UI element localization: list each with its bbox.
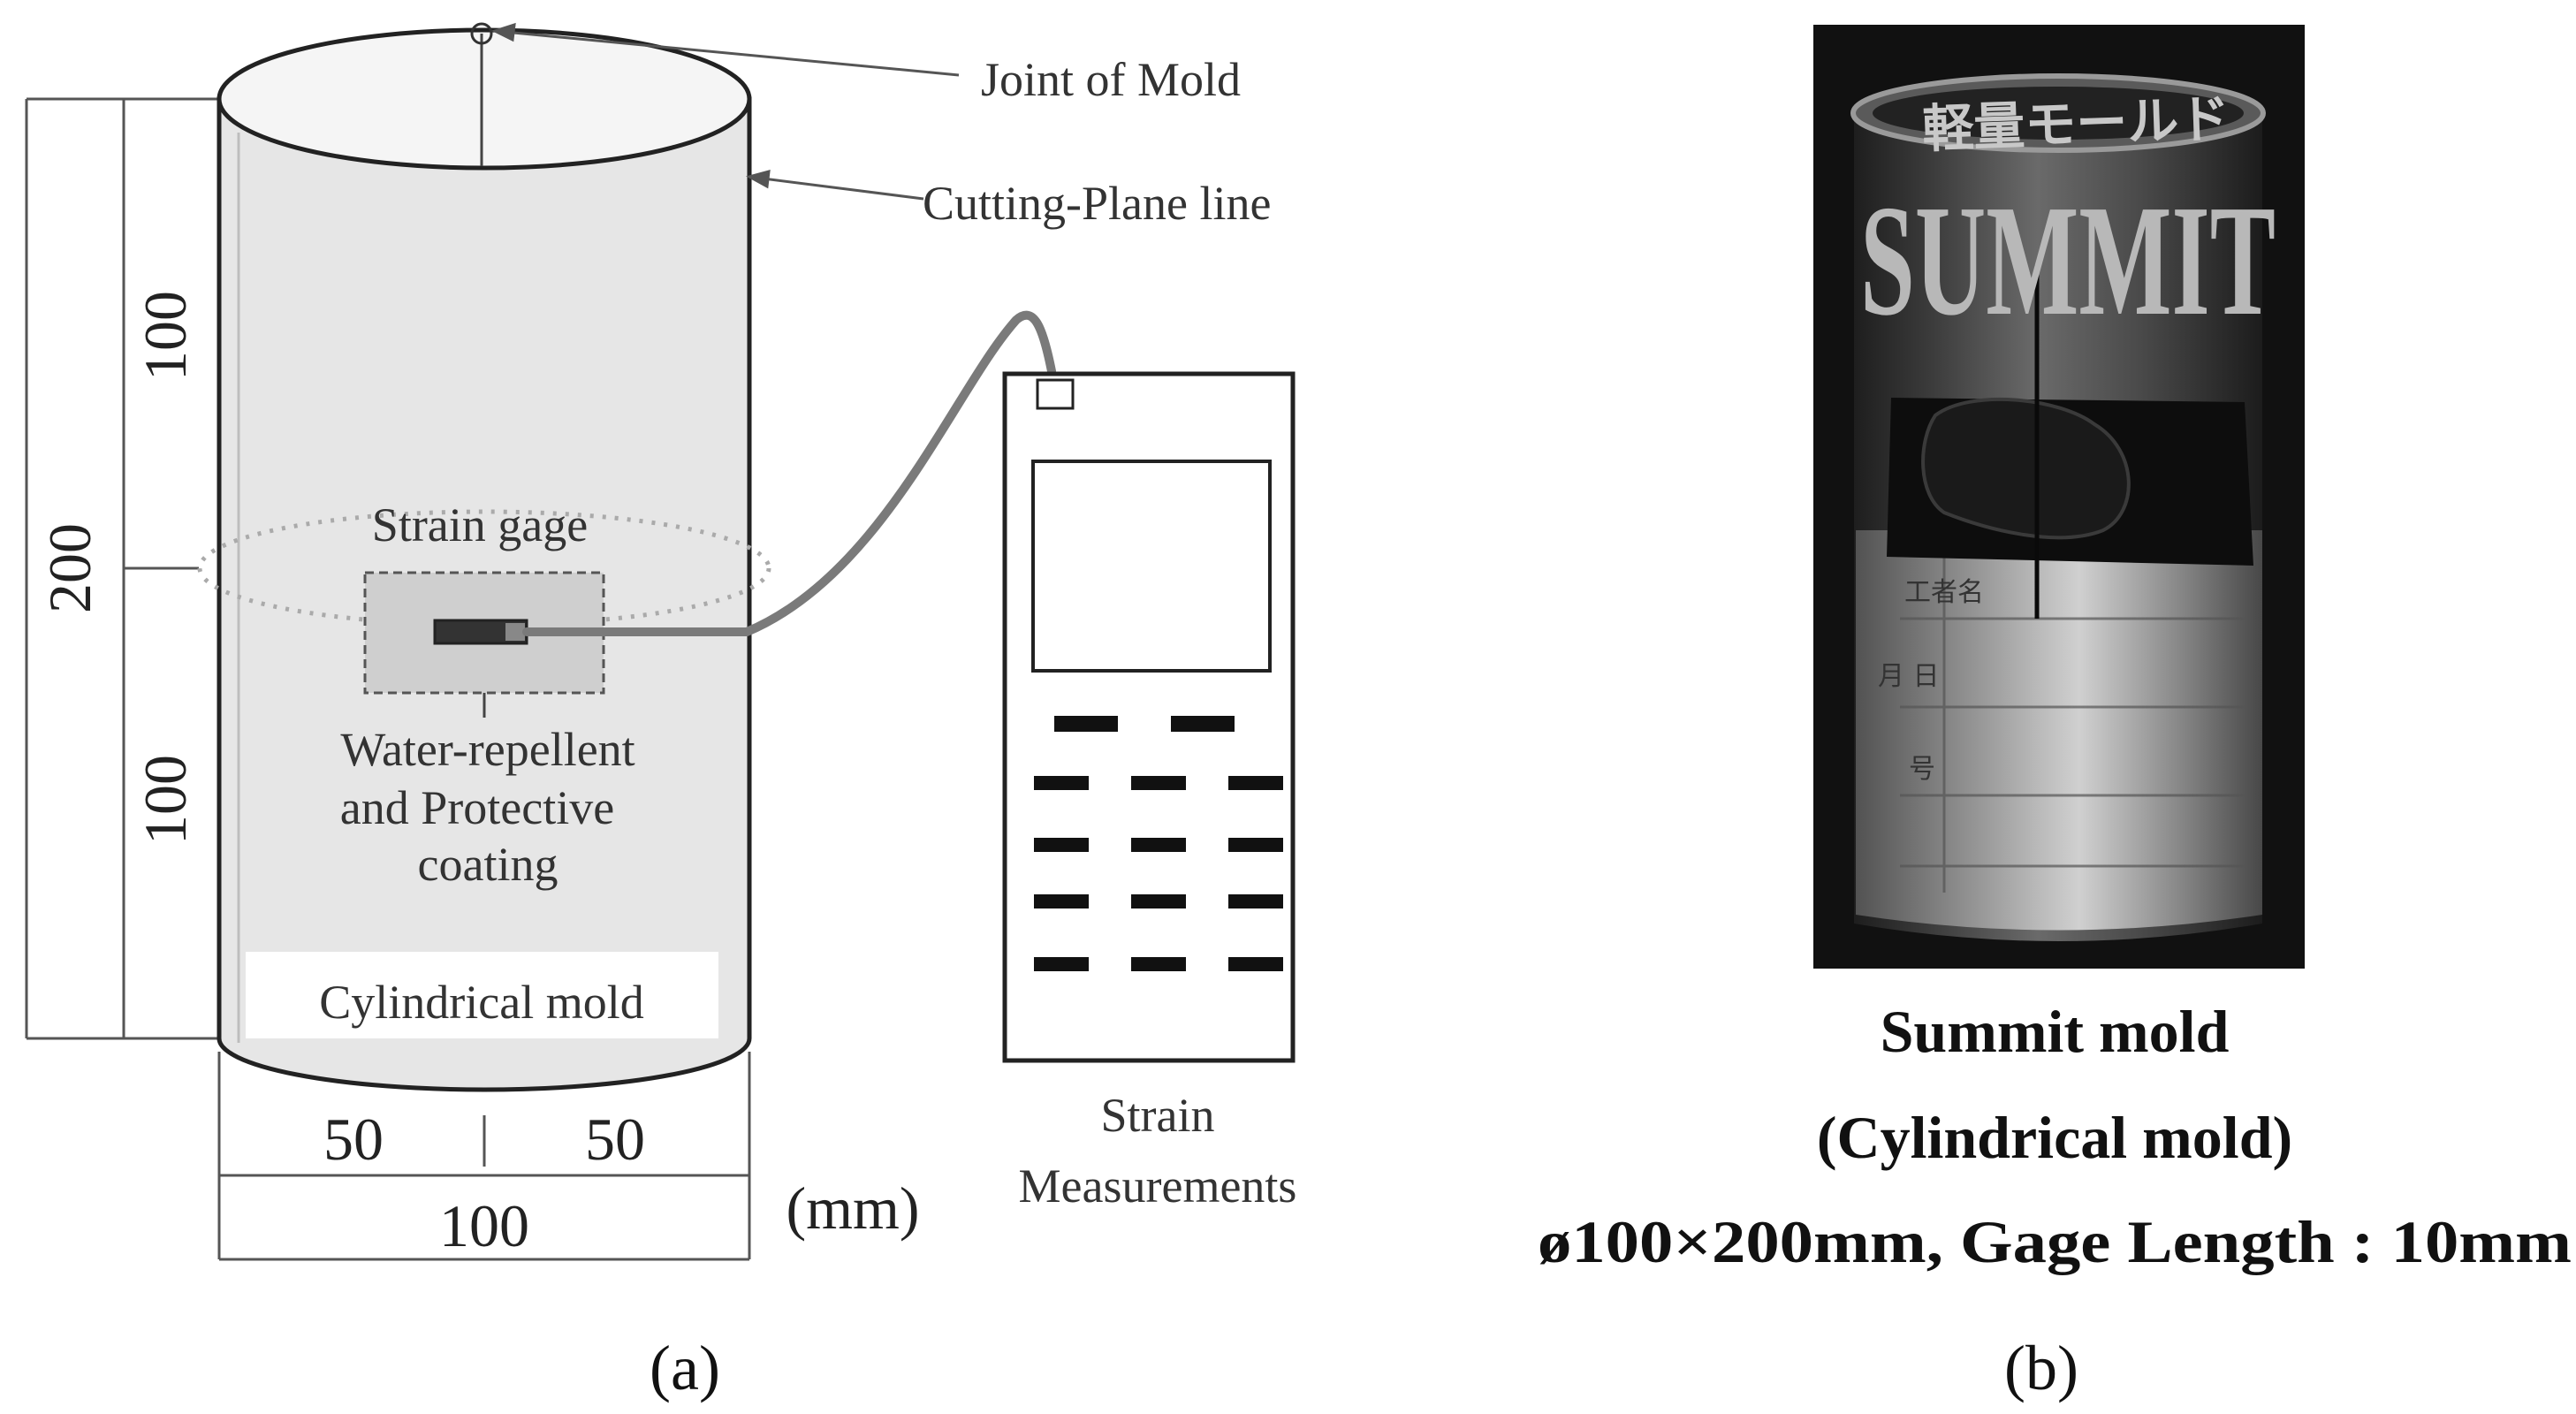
device-label-line1: Strain [1101, 1089, 1215, 1142]
cutting-plane-label: Cutting-Plane line [923, 177, 1271, 230]
label-grid-lines [1900, 539, 2245, 893]
dimension-200: 200 [36, 523, 103, 613]
callout-leaders [491, 22, 960, 201]
joint-of-mold-label: Joint of Mold [981, 53, 1241, 106]
coating-label-line2: and Protective [340, 781, 614, 834]
photo-japanese-label: 軽量モールド [1921, 88, 2230, 159]
device-display [1031, 460, 1272, 673]
dimension-diameter-100: 100 [439, 1192, 529, 1259]
photo-field-1: 工者名 [1904, 577, 1984, 608]
photo-brand-text: SUMMIT [1860, 172, 2276, 348]
dimension-left-50: 50 [323, 1106, 384, 1173]
dimension-unit: (mm) [786, 1175, 919, 1242]
mold-joint-marker [470, 22, 493, 45]
cylindrical-mold-body [217, 27, 752, 1092]
photo-field-3: 号 [1909, 754, 1935, 785]
mold-label-background [246, 952, 718, 1038]
dimension-lower-100: 100 [132, 755, 199, 845]
panel-b-title-line1: Summit mold [1881, 998, 2230, 1065]
panel-a-caption: (a) [650, 1333, 720, 1403]
summit-can-label-panel [1856, 530, 2262, 931]
strain-gage-tab [505, 623, 525, 641]
strain-gage-label: Strain gage [372, 498, 588, 551]
panel-b-photo: 軽量モールド SUMMIT 工者名 月 日 号 Summit mold (Cyl… [1538, 25, 2572, 1403]
device-label-line2: Measurements [1019, 1159, 1297, 1213]
device-connector [1036, 378, 1075, 410]
coating-label-line3: coating [418, 838, 559, 891]
device-keypad [1034, 716, 1283, 971]
panel-b-title-line2: (Cylindrical mold) [1817, 1104, 2292, 1171]
measurement-cable [522, 310, 1056, 636]
cylindrical-mold-label: Cylindrical mold [319, 976, 643, 1029]
panel-b-caption: (b) [2004, 1333, 2078, 1403]
strain-measurement-device [1002, 371, 1296, 1063]
panel-a-diagram: Joint of Mold Cutting-Plane line Strain … [25, 22, 1297, 1403]
dimension-upper-100: 100 [132, 291, 199, 381]
coating-label-line1: Water-repellent [340, 723, 635, 776]
dimension-right-50: 50 [585, 1106, 645, 1173]
photo-field-2: 月 日 [1878, 661, 1940, 692]
dimension-lines [25, 97, 751, 1261]
panel-b-spec-line: ø100×200mm, Gage Length : 10mm [1538, 1208, 2572, 1275]
